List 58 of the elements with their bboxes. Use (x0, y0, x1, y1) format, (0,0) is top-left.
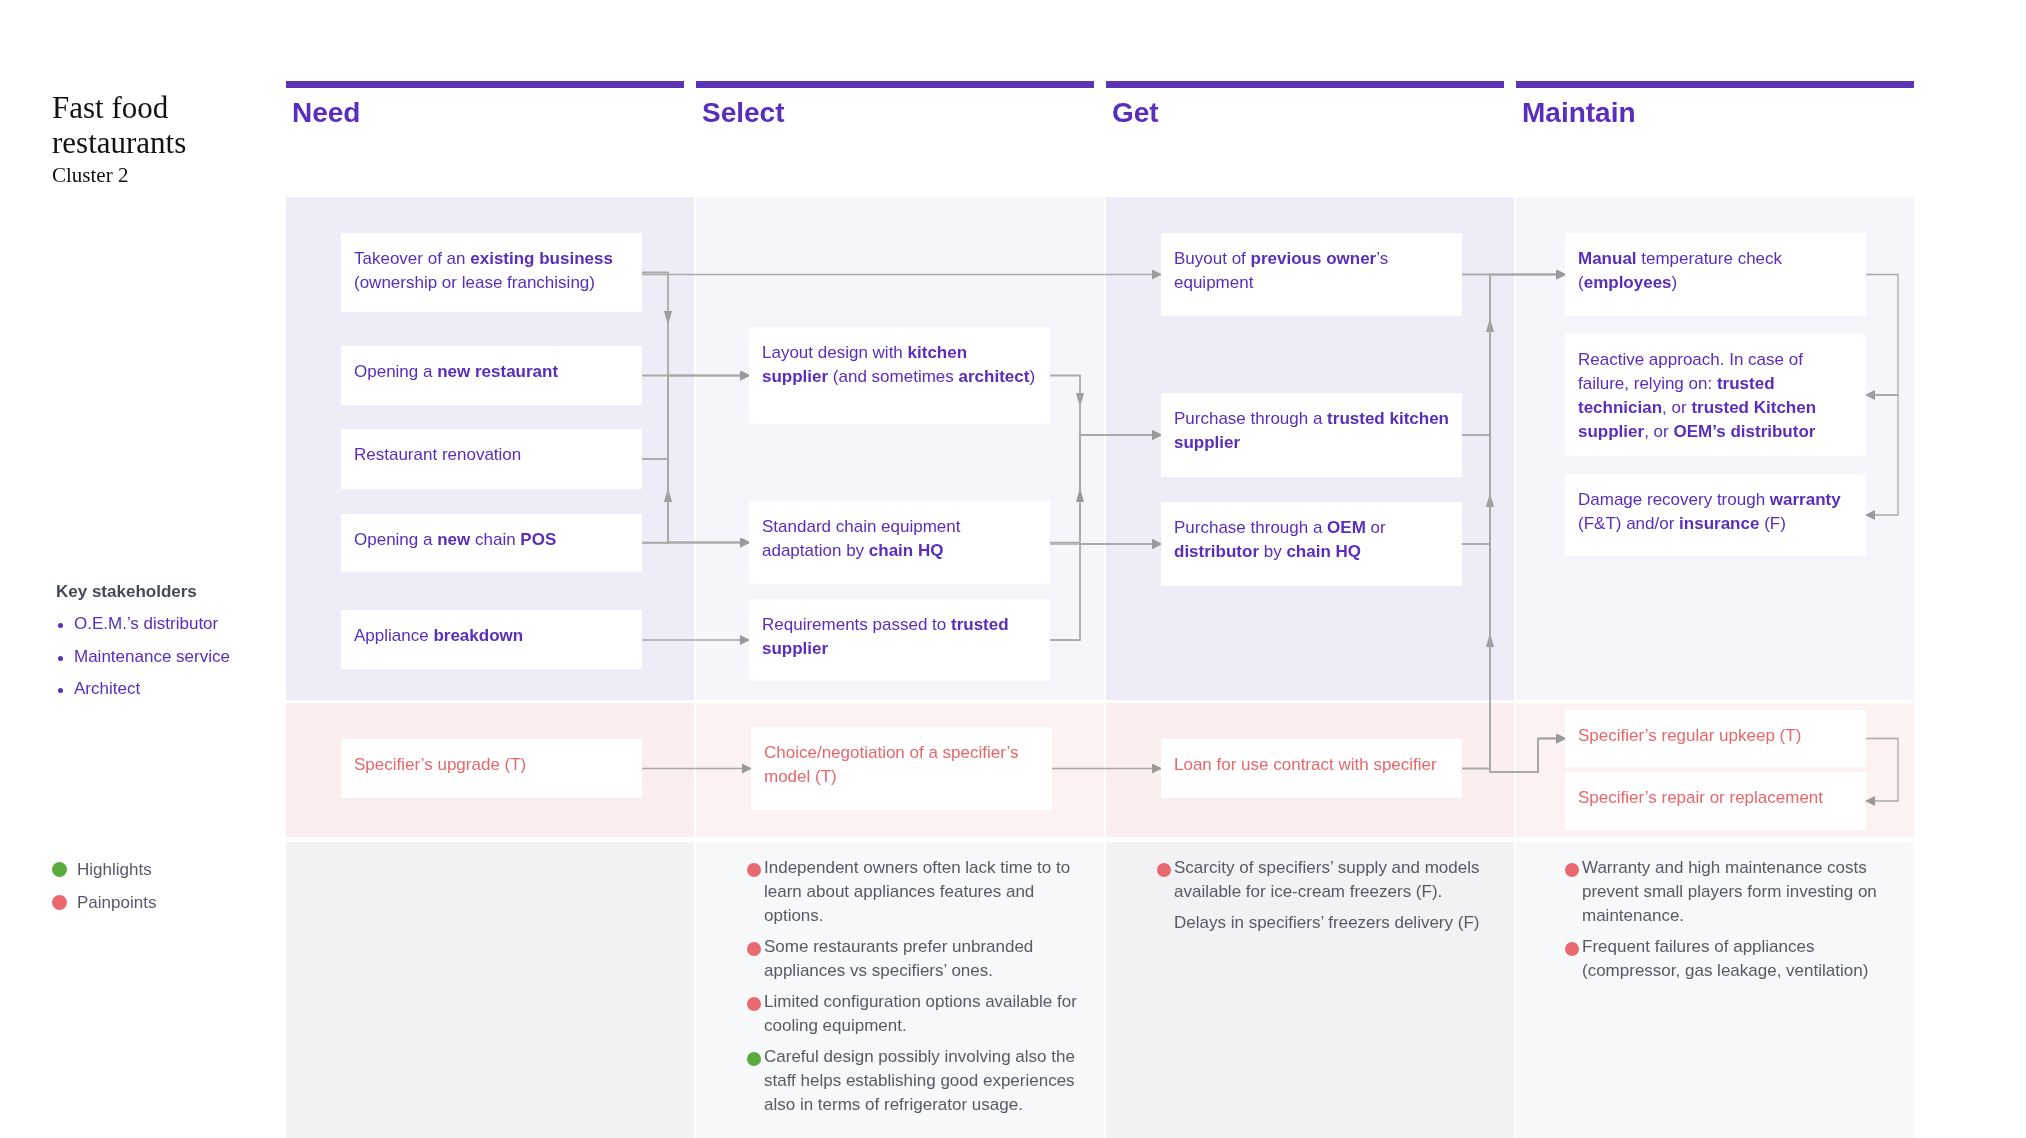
step-text: Standard chain equipment adaptation by chain HQ (762, 516, 962, 562)
step-card (749, 599, 1050, 681)
step-card (1565, 233, 1866, 316)
stakeholder-item: O.E.M.’s distributor (74, 613, 219, 635)
stakeholder-item: Architect (74, 678, 141, 700)
note-text: Frequent failures of appliances (compressor, gas leakage, ventilation) (1582, 936, 1870, 982)
note-text: Scarcity of specifiers’ supply and models available for ice-cream freezers (F). (1174, 857, 1481, 903)
step-text: Choice/negotiation of a specifier’s model (T) (764, 742, 1020, 788)
step-card (341, 610, 642, 669)
note-text: Some restaurants prefer unbranded appliances vs specifiers’ ones. (764, 936, 1035, 982)
step-text: Loan for use contract with specifier (1174, 754, 1438, 776)
step-text: Buyout of previous owner’s equipment (1174, 248, 1390, 294)
step-text: Opening a new restaurant (354, 361, 560, 383)
phase-title: Select (702, 97, 785, 129)
legend-label: Highlights (77, 859, 152, 881)
step-text: Manual temperature check (employees) (1578, 248, 1784, 294)
step-card (1565, 474, 1866, 556)
step-card (341, 739, 642, 798)
step-text: Reactive approach. In case of failure, relying on: trusted technician, or trusted Kitchen supplier, or OEM’s distributor (1578, 349, 1818, 443)
step-text: Specifier’s repair or replacement (1578, 787, 1825, 809)
step-card (749, 501, 1050, 584)
section-heading: Key stakeholders (56, 582, 197, 602)
step-card (749, 327, 1050, 424)
phase-title: Maintain (1522, 97, 1636, 129)
step-card (1565, 334, 1866, 456)
step-text: Specifier’s upgrade (T) (354, 754, 528, 776)
subtitle: Cluster 2 (52, 163, 129, 188)
step-text: Requirements passed to trusted supplier (762, 614, 1010, 660)
phase-title: Need (292, 97, 361, 129)
legend-label: Painpoints (77, 892, 157, 914)
stakeholder-item: Maintenance service (74, 646, 230, 668)
phase-title: Get (1112, 97, 1159, 129)
step-card (1161, 502, 1462, 586)
step-card (1161, 739, 1462, 798)
step-card (1161, 393, 1462, 477)
step-card (1161, 233, 1462, 316)
step-text: Layout design with kitchen supplier (and sometimes architect) (762, 342, 1037, 388)
note-text: Limited configuration options available for cooling equipment. (764, 991, 1078, 1037)
note-text: Delays in specifiers’ freezers delivery (F) (1174, 912, 1481, 934)
step-text: Purchase through a OEM or distributor by chain HQ (1174, 517, 1387, 563)
note-text: Careful design possibly involving also the staff helps establishing good experiences also in terms of refrigerator usage. (764, 1046, 1076, 1116)
step-text: Specifier’s regular upkeep (T) (1578, 725, 1803, 747)
step-card (341, 233, 642, 312)
diagram-title: Fast food restaurants (52, 90, 188, 160)
step-text: Takeover of an existing business (ownership or lease franchising) (354, 248, 614, 294)
step-text: Appliance breakdown (354, 625, 525, 647)
step-text: Restaurant renovation (354, 444, 523, 466)
step-card (751, 727, 1052, 810)
step-card (1565, 772, 1866, 830)
step-text: Opening a new chain POS (354, 529, 558, 551)
step-text: Damage recovery trough warranty (F&T) and/or insurance (F) (1578, 489, 1842, 535)
step-card (341, 514, 642, 572)
step-card (1565, 710, 1866, 767)
step-card (341, 429, 642, 489)
note-text: Independent owners often lack time to to learn about appliances features and options. (764, 857, 1072, 927)
note-text: Warranty and high maintenance costs prevent small players form investing on maintenance. (1582, 857, 1878, 927)
step-card (341, 346, 642, 405)
step-text: Purchase through a trusted kitchen supplier (1174, 408, 1449, 454)
